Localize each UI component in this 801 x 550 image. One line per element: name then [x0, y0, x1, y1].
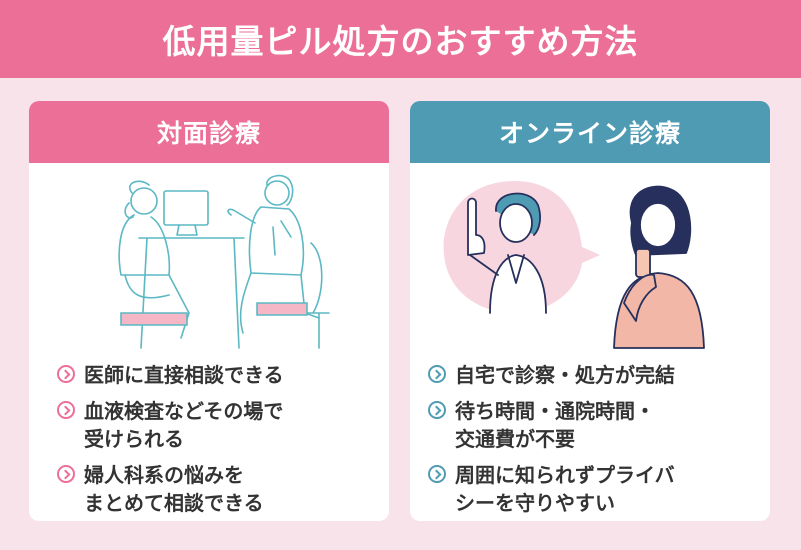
list-item-text: 血液検査などその場で 受けられる [84, 399, 284, 451]
list-item-text: 婦人科系の悩みを まとめて相談できる [84, 463, 264, 515]
card-header: 対面診療 [29, 101, 389, 163]
list-item-text: 周囲に知られずプライバ シーを守りやすい [455, 463, 675, 515]
list-item-text: 医師に直接相談できる [84, 363, 284, 387]
chevron-right-circle-icon [57, 401, 75, 419]
chevron-right-circle-icon [428, 365, 446, 383]
list-item-text: 待ち時間・通院時間・ 交通費が不要 [455, 399, 655, 451]
chevron-right-circle-icon [57, 365, 75, 383]
page-title: 低用量ピル処方のおすすめ方法 [162, 22, 639, 61]
in-person-card: 対面診療 医 [29, 101, 389, 521]
chevron-right-circle-icon [57, 465, 75, 483]
online-card: オンライン診療 自宅で診察・処方が完結 待ち時間・通院時間・ 交通 [410, 101, 770, 521]
list-item: 医師に直接相談できる [57, 361, 379, 389]
feature-list: 自宅で診察・処方が完結 待ち時間・通院時間・ 交通費が不要 周囲に知られずプライ… [428, 361, 760, 521]
chevron-right-circle-icon [428, 465, 446, 483]
list-item-text: 自宅で診察・処方が完結 [455, 363, 675, 387]
list-item: 血液検査などその場で 受けられる [57, 397, 379, 453]
list-item: 周囲に知られずプライバ シーを守りやすい [428, 461, 760, 517]
doctor-patient-consultation-illustration [118, 174, 330, 349]
chevron-right-circle-icon [428, 401, 446, 419]
online-video-consultation-illustration [443, 181, 705, 349]
list-item: 待ち時間・通院時間・ 交通費が不要 [428, 397, 760, 453]
title-banner: 低用量ピル処方のおすすめ方法 [0, 0, 801, 78]
list-item: 自宅で診察・処方が完結 [428, 361, 760, 389]
card-header: オンライン診療 [410, 101, 770, 163]
feature-list: 医師に直接相談できる 血液検査などその場で 受けられる 婦人科系の悩みを まとめ… [57, 361, 379, 521]
list-item: 婦人科系の悩みを まとめて相談できる [57, 461, 379, 517]
